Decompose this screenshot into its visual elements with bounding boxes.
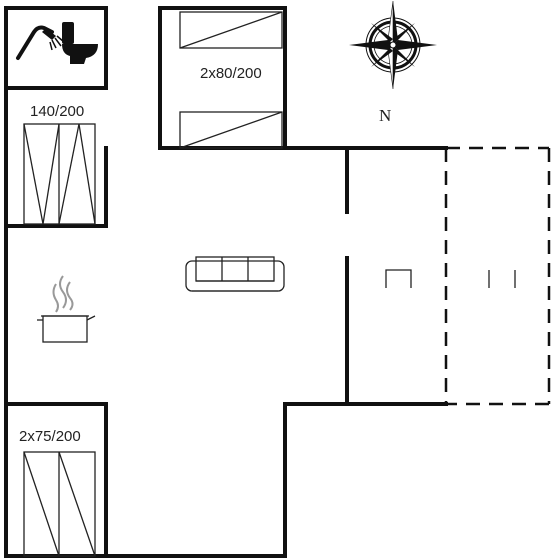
double-bed-label: 140/200 bbox=[30, 103, 84, 120]
upper-twin-beds bbox=[179, 11, 283, 149]
sofa-icon bbox=[185, 256, 285, 292]
terrace-outline bbox=[444, 146, 551, 406]
twin-beds-upper-label: 2x80/200 bbox=[200, 65, 262, 82]
compass-rose-icon bbox=[349, 0, 437, 90]
walls bbox=[4, 6, 448, 558]
table-icon bbox=[385, 269, 412, 288]
bench-icon bbox=[488, 270, 516, 288]
double-bed bbox=[23, 123, 96, 225]
north-label: N bbox=[379, 106, 391, 125]
twin-beds-lower-label: 2x75/200 bbox=[19, 428, 81, 445]
toilet-icon bbox=[62, 22, 98, 64]
lower-twin-beds bbox=[23, 451, 96, 557]
shower-icon bbox=[16, 25, 65, 60]
cooking-pot-icon bbox=[37, 275, 96, 343]
